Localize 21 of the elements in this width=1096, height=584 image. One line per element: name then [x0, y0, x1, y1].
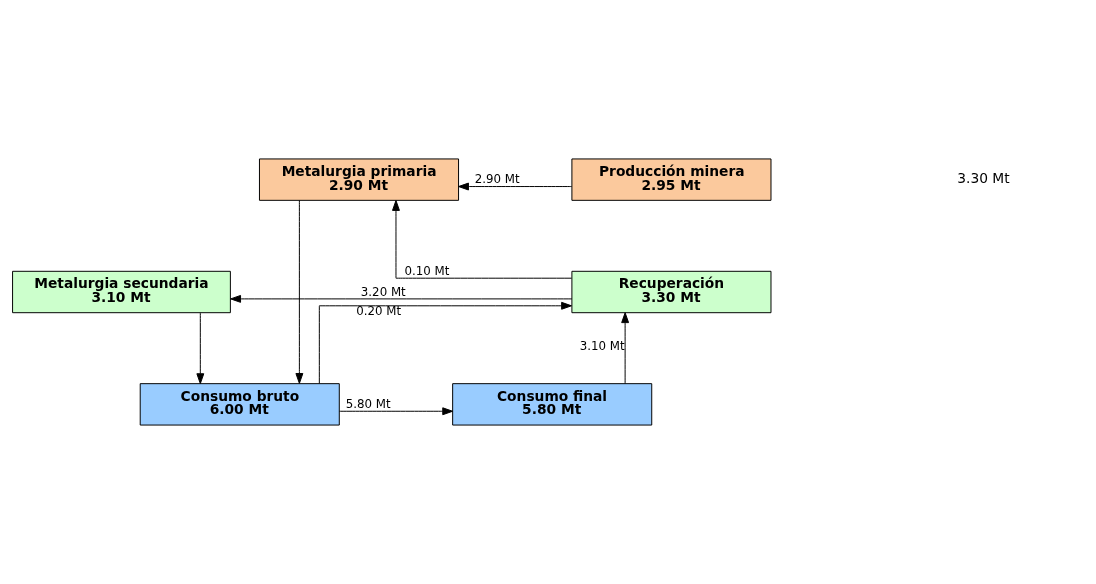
node-box: Producción minera 2.95 Mt	[571, 158, 772, 201]
edge-label: 0.20 Mt	[356, 304, 402, 319]
edge-label: 3.10 Mt	[579, 338, 625, 353]
arrow	[621, 312, 630, 384]
node-box: Recuperación 3.30 Mt	[571, 270, 772, 314]
arrow	[230, 294, 573, 303]
label: 3.30 Mt	[957, 170, 1010, 187]
edge-label: 2.90 Mt	[474, 172, 520, 187]
node-box: Consumo final 5.80 Mt	[452, 383, 653, 426]
edge-label: 5.80 Mt	[345, 396, 391, 411]
arrow	[295, 199, 304, 384]
arrow	[392, 200, 573, 279]
arrow	[318, 301, 572, 384]
arrow	[338, 407, 454, 416]
edge-label: 3.20 Mt	[360, 284, 406, 299]
node-box: Metalurgia primaria 2.90 Mt	[258, 158, 460, 201]
arrow	[458, 182, 573, 191]
node-box: Metalurgia secundaria 3.10 Mt	[12, 270, 231, 314]
edge-label: 0.10 Mt	[404, 263, 450, 278]
arrow	[196, 312, 205, 385]
node-box: Consumo bruto 6.00 Mt	[139, 383, 340, 426]
